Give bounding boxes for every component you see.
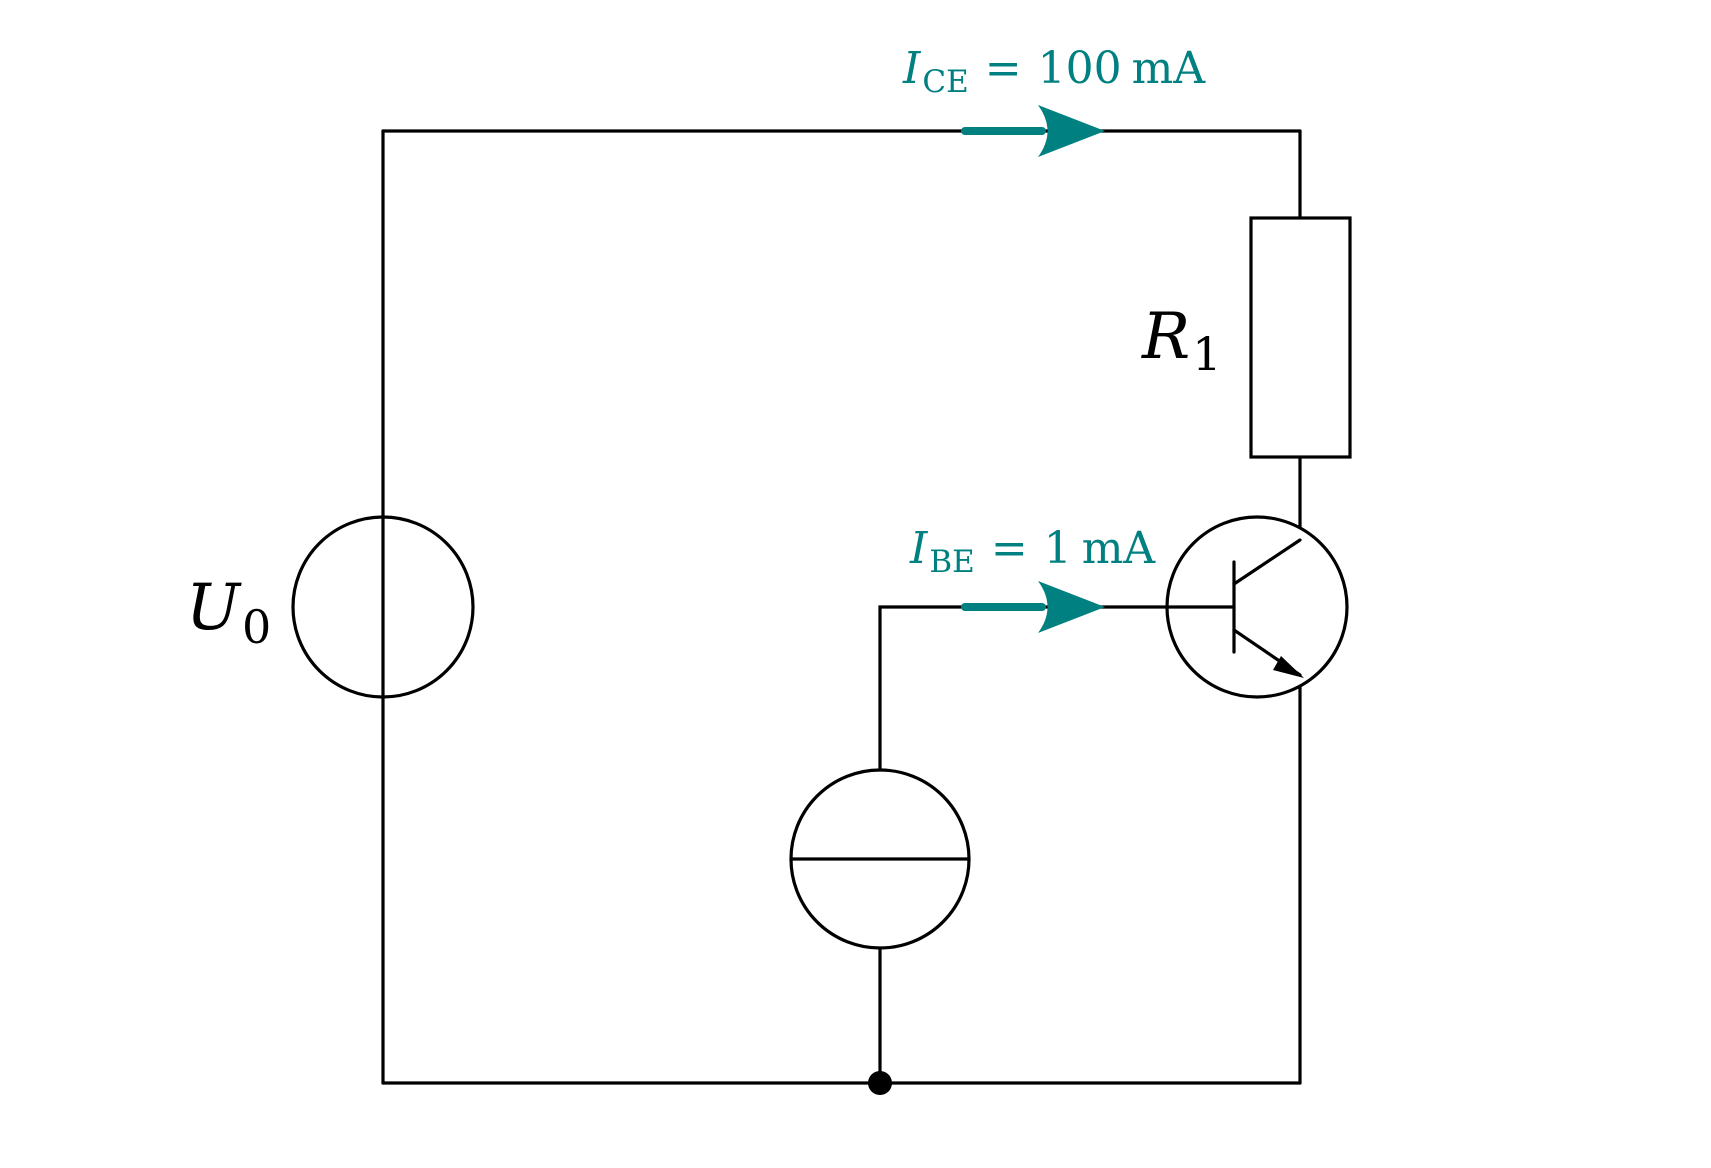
emitter-arrow-icon [1273, 656, 1304, 678]
voltage-source-label: U0 [186, 571, 271, 654]
transistor-collector [1232, 538, 1302, 586]
ibe-current-arrow-icon [961, 581, 1105, 633]
base-wire [878, 605, 1235, 772]
resistor-body [1249, 216, 1352, 459]
circuit-wires [381, 129, 1302, 1085]
npn-transistor [1165, 515, 1349, 699]
resistor-label: R1 [1141, 300, 1221, 381]
current-source [789, 768, 971, 950]
junction-dot [868, 1071, 892, 1095]
ice-current-arrow-icon [961, 105, 1105, 157]
voltage-source [291, 515, 475, 699]
